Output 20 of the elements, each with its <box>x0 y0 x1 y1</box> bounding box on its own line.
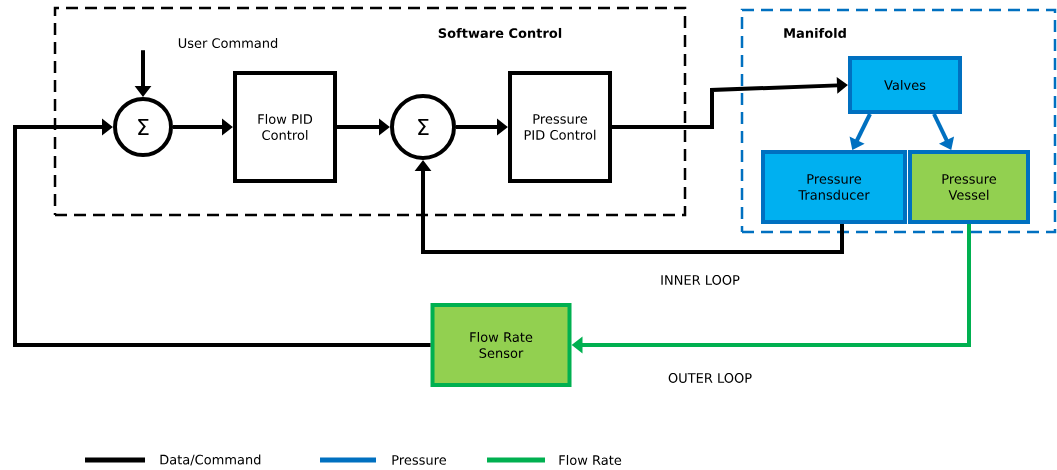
arrow <box>13 118 431 347</box>
edge-label: OUTER LOOP <box>666 372 754 384</box>
edge-label: INNER LOOP <box>659 274 741 286</box>
process-box: Pressure Vessel <box>908 150 1030 224</box>
legend-text: Data/Command <box>160 454 261 466</box>
process-box: Valves <box>848 56 962 114</box>
process-box: Flow Rate Sensor <box>430 303 572 387</box>
process-box: Pressure PID Control <box>508 71 612 183</box>
arrow <box>612 77 848 129</box>
summing-junction: Σ <box>390 94 456 160</box>
summing-junction: Σ <box>113 97 173 157</box>
legend-text: Flow Rate <box>559 454 622 466</box>
input-label: User Command <box>178 37 278 49</box>
group-title: Software Control <box>438 27 562 39</box>
arrow <box>932 113 955 150</box>
process-box: Flow PID Control <box>233 71 337 183</box>
group-title: Manifold <box>784 27 846 39</box>
process-box: Pressure Transducer <box>761 150 907 224</box>
arrow <box>414 160 844 254</box>
legend-text: Pressure <box>392 455 447 465</box>
